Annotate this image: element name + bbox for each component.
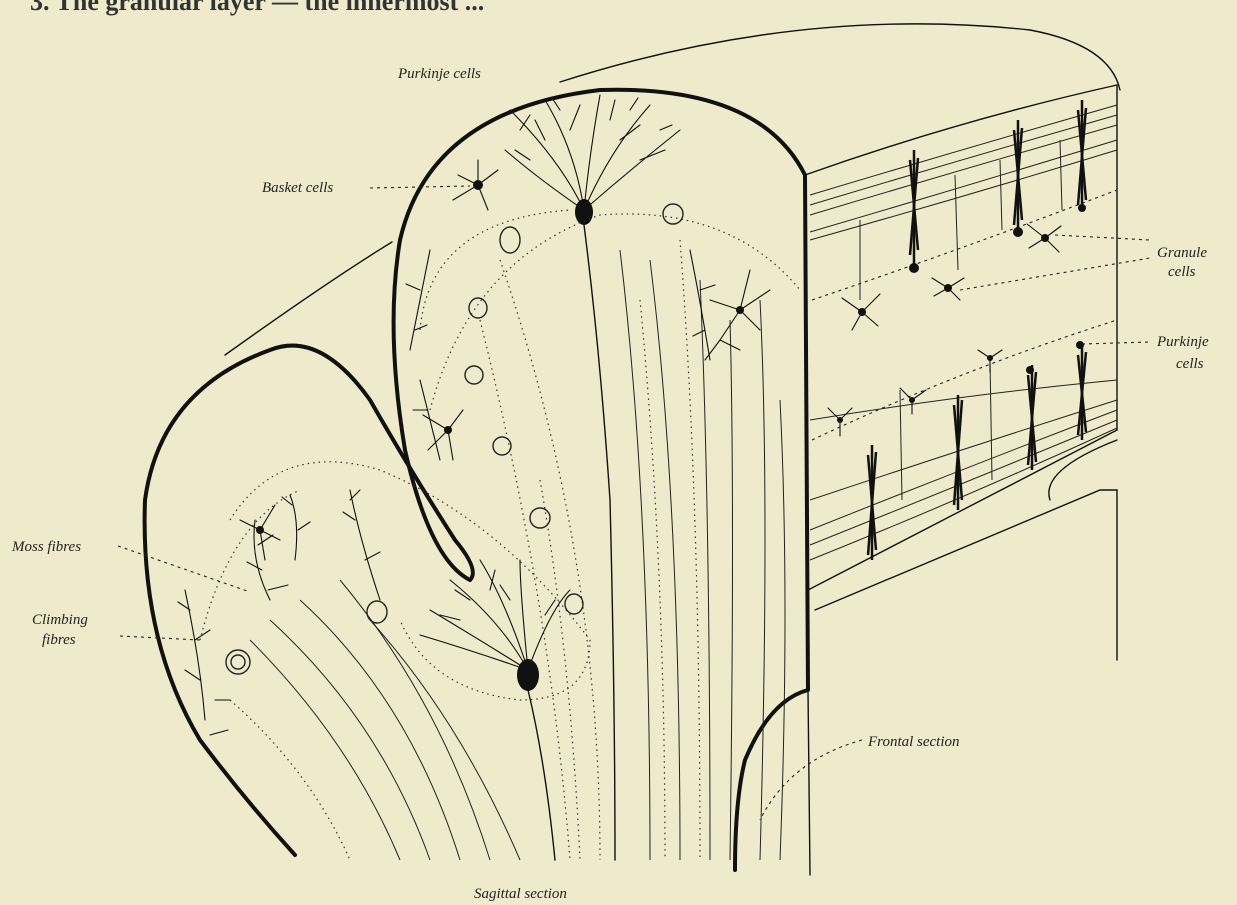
label-sagittal-section: Sagittal section: [474, 886, 567, 902]
label-climbing-fibres-line1: Climbing: [32, 612, 88, 628]
label-climbing-fibres-line2: fibres: [42, 632, 76, 648]
label-purkinje-cells-right-line2: cells: [1176, 356, 1204, 372]
label-granule-cells-line1: Granule: [1157, 245, 1207, 261]
frontal-section-layers: [810, 105, 1117, 560]
moss-and-climbing-fibres: [178, 250, 715, 735]
folium-outline: [145, 24, 1120, 875]
leader-lines: [118, 186, 1150, 820]
purkinje-cell-upper: [505, 95, 680, 860]
frontal-stellate-cells: [710, 224, 1061, 436]
label-purkinje-cells-right-line1: Purkinje: [1156, 334, 1209, 350]
label-moss-fibres: Moss fibres: [11, 539, 81, 555]
white-matter-fibers: [230, 240, 785, 860]
label-frontal-section: Frontal section: [867, 734, 960, 750]
caption-fragment: 3. The granular layer — the innermost ..…: [30, 0, 484, 16]
purkinje-cell-lower: [420, 560, 570, 860]
label-basket-cells: Basket cells: [262, 180, 333, 196]
labels: Purkinje cells Basket cells Granule cell…: [11, 66, 1209, 902]
label-purkinje-cells-top: Purkinje cells: [397, 66, 481, 82]
label-granule-cells-line2: cells: [1168, 264, 1196, 280]
granule-cell-bodies: [226, 204, 683, 674]
